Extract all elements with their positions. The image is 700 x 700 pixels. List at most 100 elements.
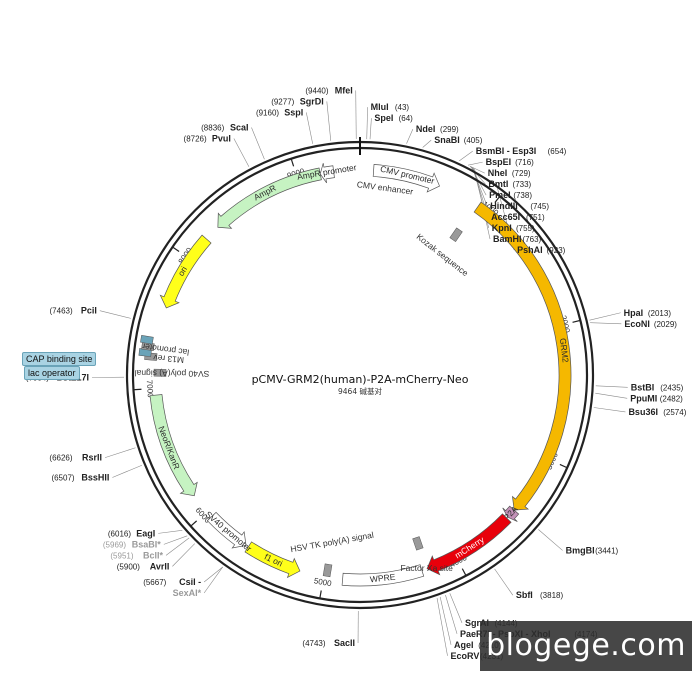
site-name: SexAI* — [173, 588, 202, 598]
site-sacii: SacII(4743) — [302, 638, 355, 648]
site-name: AgeI — [454, 640, 474, 650]
feature-ampr — [217, 167, 322, 229]
site-position: (9440) — [305, 86, 328, 95]
site-name: BsmBI - Esp3I — [476, 146, 537, 156]
site-name: HpaI — [624, 308, 644, 318]
site-leader-line — [494, 568, 514, 596]
site-position: (9277) — [271, 97, 294, 106]
site-leader-line — [406, 128, 414, 144]
site-leader-line — [326, 101, 332, 141]
site-position: (2013) — [648, 309, 671, 318]
site-eagi: EagI(6016) — [108, 528, 155, 538]
site-name: EcoRV — [451, 651, 480, 661]
tick-mark — [290, 158, 295, 167]
feature-wpre — [341, 564, 425, 587]
site-leader-line — [366, 107, 368, 140]
feature-ori — [159, 234, 212, 309]
site-leader-line — [251, 127, 265, 160]
site-position: (729) — [512, 169, 531, 178]
site-leader-line — [305, 112, 313, 144]
site-name: NdeI — [416, 124, 436, 134]
site-position: (299) — [440, 125, 459, 134]
site-leader-line — [436, 598, 448, 656]
site-sbfi: SbfI (3818) — [516, 590, 564, 600]
feature-sv40-promoter — [206, 511, 247, 549]
tick-label: 5000 — [313, 576, 333, 588]
site-mfei: MfeI (9440) — [305, 85, 352, 95]
site-spei: SpeI(64) — [374, 113, 413, 123]
site-bsu36i: Bsu36I(2574) — [628, 407, 686, 417]
site-leader-line — [158, 530, 183, 534]
feature-cmv-promoter — [372, 164, 440, 193]
site-position: (654) — [548, 147, 567, 156]
site-bmti: BmtI(733) — [488, 179, 531, 189]
site-leader-line — [172, 543, 196, 567]
site-leader-line — [104, 447, 136, 458]
site-position: (2029) — [654, 320, 677, 329]
small-feature-cap-binding-site — [140, 335, 154, 345]
site-name: PmeI — [489, 190, 511, 200]
map-title: pCMV-GRM2(human)-P2A-mCherry-Neo — [252, 373, 469, 386]
site-name: Acc65I — [491, 212, 520, 222]
small-feature-factor-xa-site — [412, 536, 424, 551]
site-name: SacII — [334, 638, 355, 648]
small-feature-label-hsv-tk-poly-a-signal: HSV TK poly(A) signal — [290, 530, 375, 555]
site-snabi: SnaBI(405) — [434, 135, 483, 145]
feature-label-ori: ori — [176, 264, 189, 277]
site-position: (2435) — [660, 383, 683, 392]
site-position: (745) — [530, 202, 549, 211]
site-leader-line — [112, 464, 143, 478]
site-hindiii: HindIII (745) — [490, 201, 549, 211]
feature-label-grm2: GRM2 — [558, 338, 571, 364]
site-pvui: PvuI(8726) — [184, 134, 231, 144]
site-econi: EcoNI (2029) — [624, 319, 677, 329]
tick-mark — [319, 590, 322, 599]
site-name: BmtI — [488, 179, 508, 189]
site-position: (3818) — [540, 591, 563, 600]
feature-f1-ori — [244, 541, 301, 579]
site-name: ScaI — [230, 123, 249, 133]
site-name: BclI* — [143, 550, 164, 560]
site-name: KpnI — [492, 223, 512, 233]
tick-mark — [172, 246, 180, 253]
site-name: HindIII — [490, 201, 517, 211]
site-name: Bsu36I — [628, 407, 658, 417]
feature-label-cmv-enhancer: CMV enhancer — [356, 179, 414, 196]
site-leader-line — [203, 566, 223, 594]
site-name: AvrII — [150, 561, 170, 571]
cap-binding-site-tag: CAP binding site — [22, 352, 97, 366]
site-ppumi: PpuMI(2482) — [630, 393, 683, 403]
site-position: (716) — [515, 158, 534, 167]
site-bspei: BspEI(716) — [486, 157, 535, 167]
site-leader-line — [422, 139, 432, 148]
site-name: SbfI — [516, 590, 533, 600]
small-feature-label-kozak-sequence: Kozak sequence — [415, 232, 471, 279]
tick-mark — [559, 463, 568, 469]
site-name: EcoNI — [624, 319, 650, 329]
site-name: MfeI — [335, 85, 353, 95]
site-position: (64) — [399, 114, 414, 123]
site-name: SspI — [284, 107, 303, 117]
site-position: (9160) — [256, 108, 279, 117]
site-leader-line — [369, 118, 372, 140]
site-leader-line — [165, 537, 190, 556]
feature-label-wpre: WPRE — [369, 572, 396, 585]
site-position: (751) — [526, 213, 545, 222]
site-nhei: NheI(729) — [488, 168, 531, 178]
tick-mark — [133, 388, 142, 391]
site-scai: ScaI(8836) — [201, 123, 248, 133]
site-leader-line — [439, 596, 452, 645]
site-position: (7463) — [50, 307, 73, 316]
tick-label: 7000 — [145, 380, 155, 399]
site-acc65i: Acc65I (751) — [491, 212, 545, 222]
site-position: (3441) — [595, 546, 618, 555]
site-position: (6507) — [51, 473, 74, 482]
site-bsabi: BsaBI*(5969) — [103, 539, 161, 549]
site-leader-line — [467, 161, 483, 166]
feature-neor-kanr — [149, 394, 198, 497]
plasmid-backbone — [125, 137, 595, 610]
tick-mark — [461, 568, 467, 576]
site-name: MluI — [371, 102, 389, 112]
site-leader-line — [590, 322, 622, 325]
